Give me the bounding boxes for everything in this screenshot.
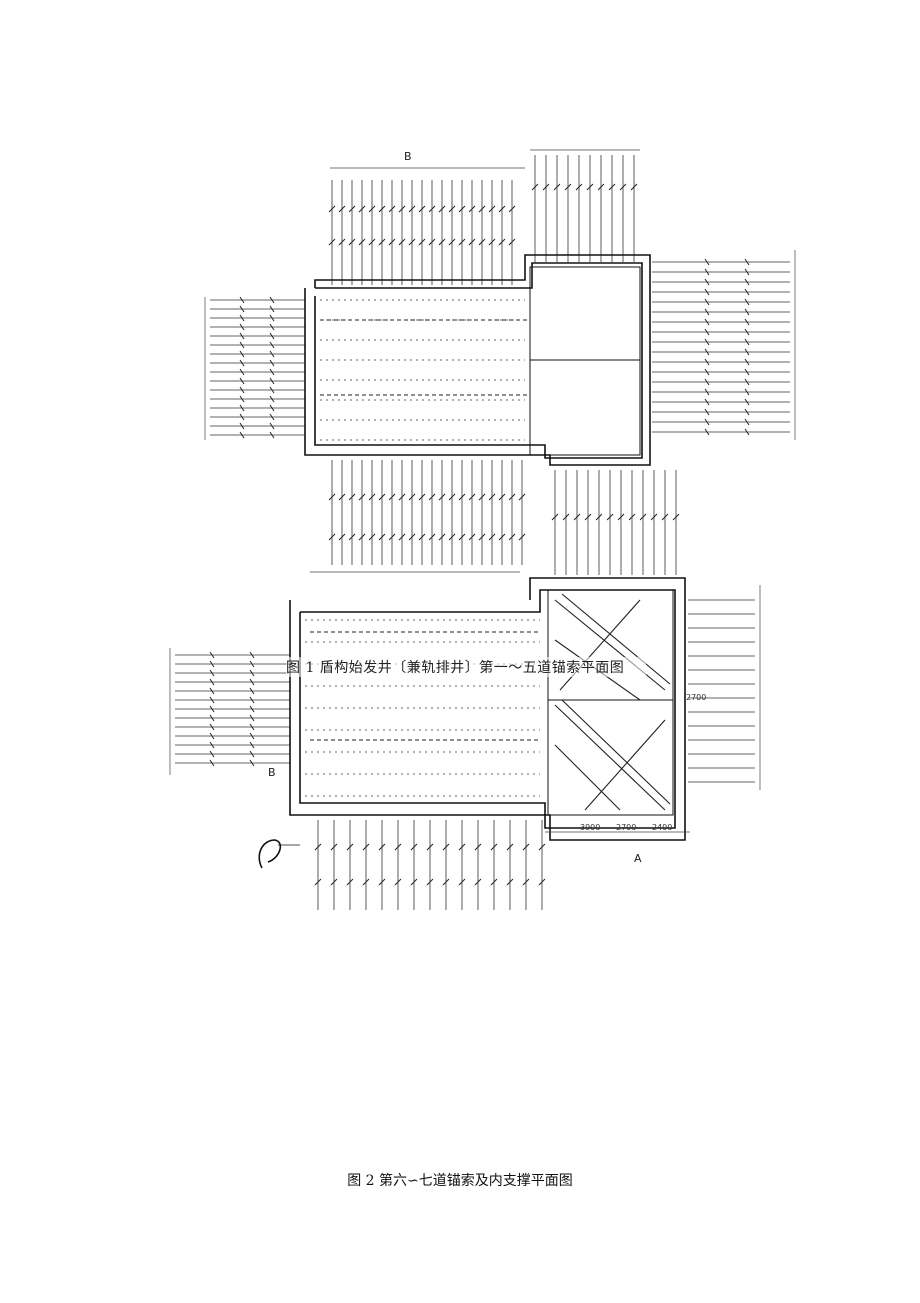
internal-strut-bracing (310, 319, 671, 811)
figure1-caption: 图 1 盾构始发井〔兼轨排井〕第一～五道锚索平面图 (286, 657, 646, 677)
section-markers: B B A (268, 150, 642, 865)
dimension-ticks (209, 183, 750, 886)
figure2-caption: 图 2 第六∽七道锚索及内支撑平面图 (347, 1173, 573, 1189)
section-marker-b-left: B (268, 766, 276, 779)
section-marker-b-top: B (404, 150, 412, 163)
retaining-wall-outline (289, 254, 686, 841)
north-arrow-symbol (258, 839, 300, 869)
dim-label-3: 2400 (652, 823, 672, 832)
dim-label-1: 3900 (580, 823, 600, 832)
section-marker-a-bottom: A (634, 852, 642, 865)
dimension-lines (169, 149, 796, 833)
dim-label-2: 2700 (616, 823, 636, 832)
anchor-cable-lines (175, 155, 790, 910)
dimension-numbers: 3900 2700 2400 2700 (580, 693, 706, 832)
dim-label-4: 2700 (686, 693, 706, 702)
